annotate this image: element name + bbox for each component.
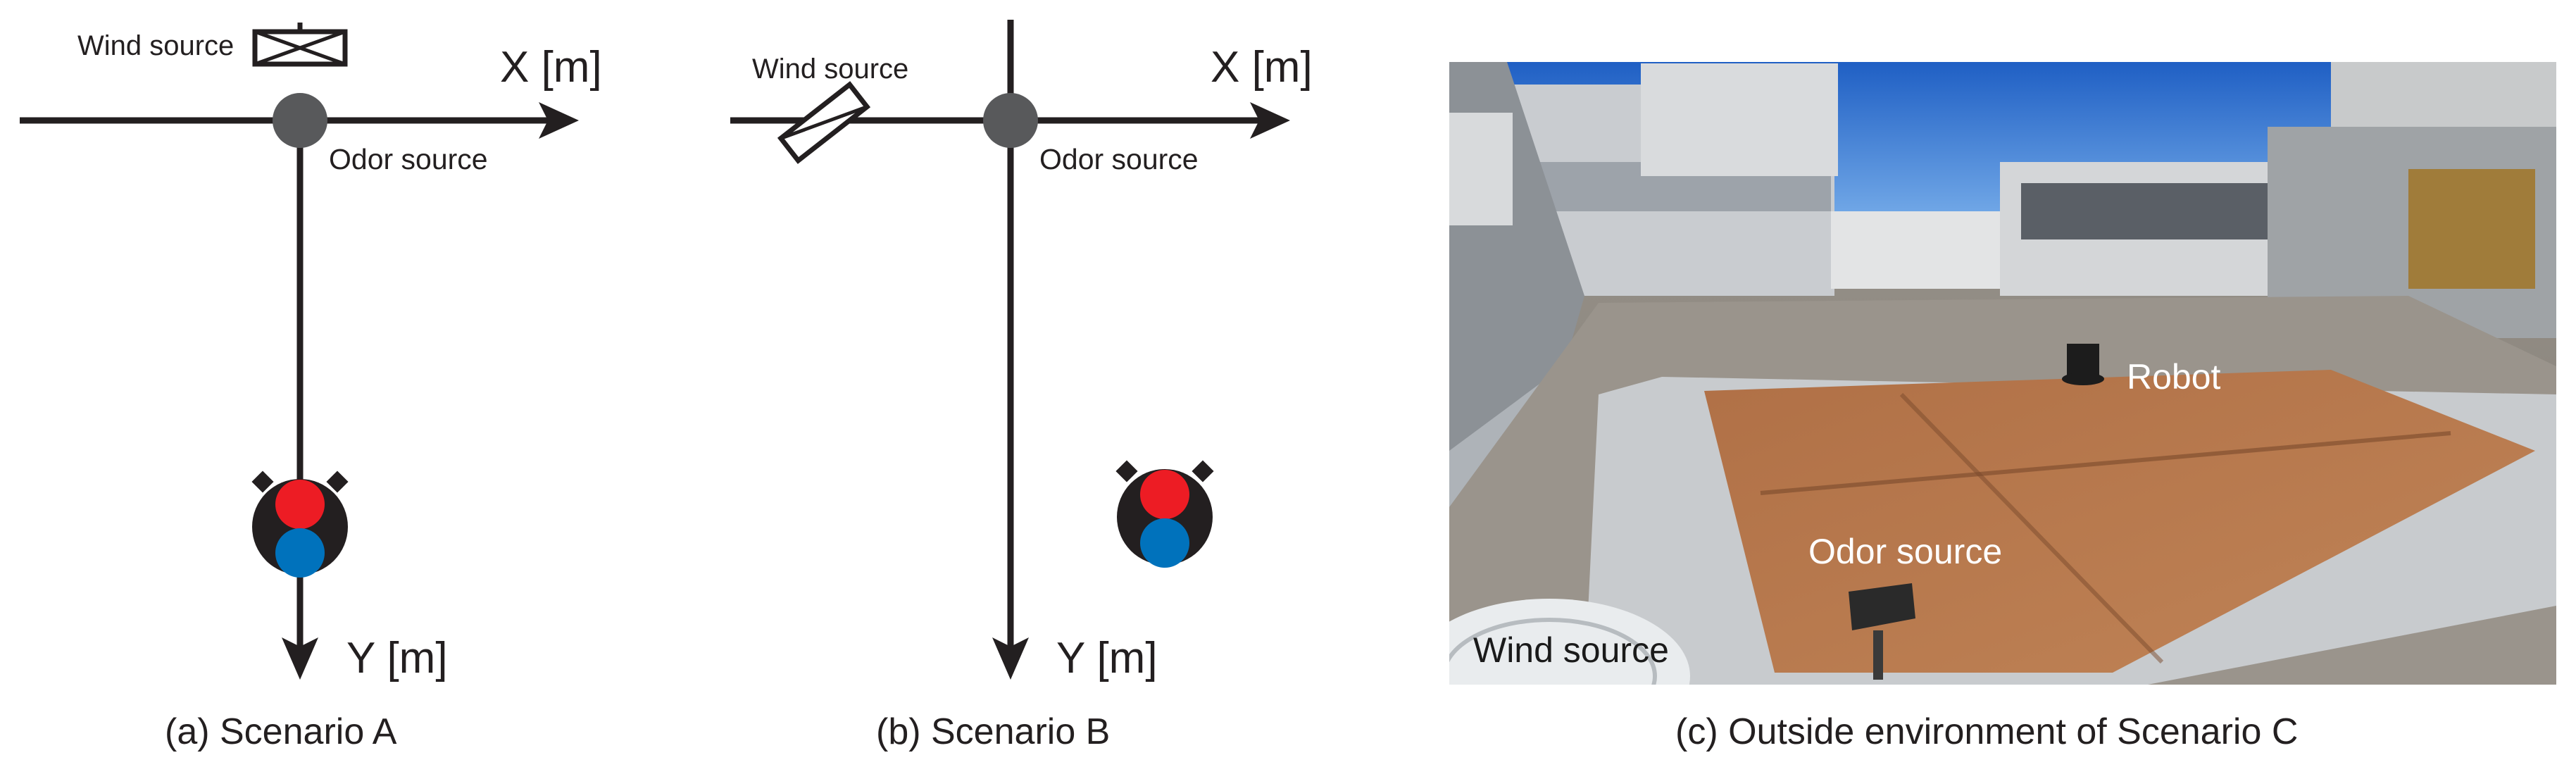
robot-icon <box>251 470 348 578</box>
robot-icon <box>1115 460 1213 568</box>
wind-source-label: Wind source <box>752 54 908 85</box>
caption-c: (c) Outside environment of Scenario C <box>1675 711 2298 752</box>
y-axis-label: Y [m] <box>1056 634 1158 683</box>
robot-photo <box>2067 344 2099 378</box>
odor-source-marker <box>983 93 1038 148</box>
odor-source-label: Odor source <box>1039 143 1199 175</box>
odor-source-marker <box>273 93 327 148</box>
building-center <box>1831 211 2014 289</box>
wind-source-photo-label: Wind source <box>1473 630 1669 670</box>
odor-source-label: Odor source <box>329 143 488 175</box>
odor-source-photo-label: Odor source <box>1808 532 2002 571</box>
panel-b: Wind source Odor source X [m] Y [m] (b) … <box>730 20 1313 752</box>
x-axis-label: X [m] <box>500 43 602 92</box>
robot-label: Robot <box>2127 357 2221 397</box>
panel-a: Wind source Odor source X [m] Y [m] (a) … <box>20 23 602 752</box>
wind-source-label: Wind source <box>77 30 234 61</box>
y-axis-label: Y [m] <box>346 634 448 683</box>
caption-b: (b) Scenario B <box>876 711 1110 752</box>
wind-source-icon <box>255 23 345 64</box>
caption-a: (a) Scenario A <box>165 711 397 752</box>
x-axis-label: X [m] <box>1211 43 1313 92</box>
